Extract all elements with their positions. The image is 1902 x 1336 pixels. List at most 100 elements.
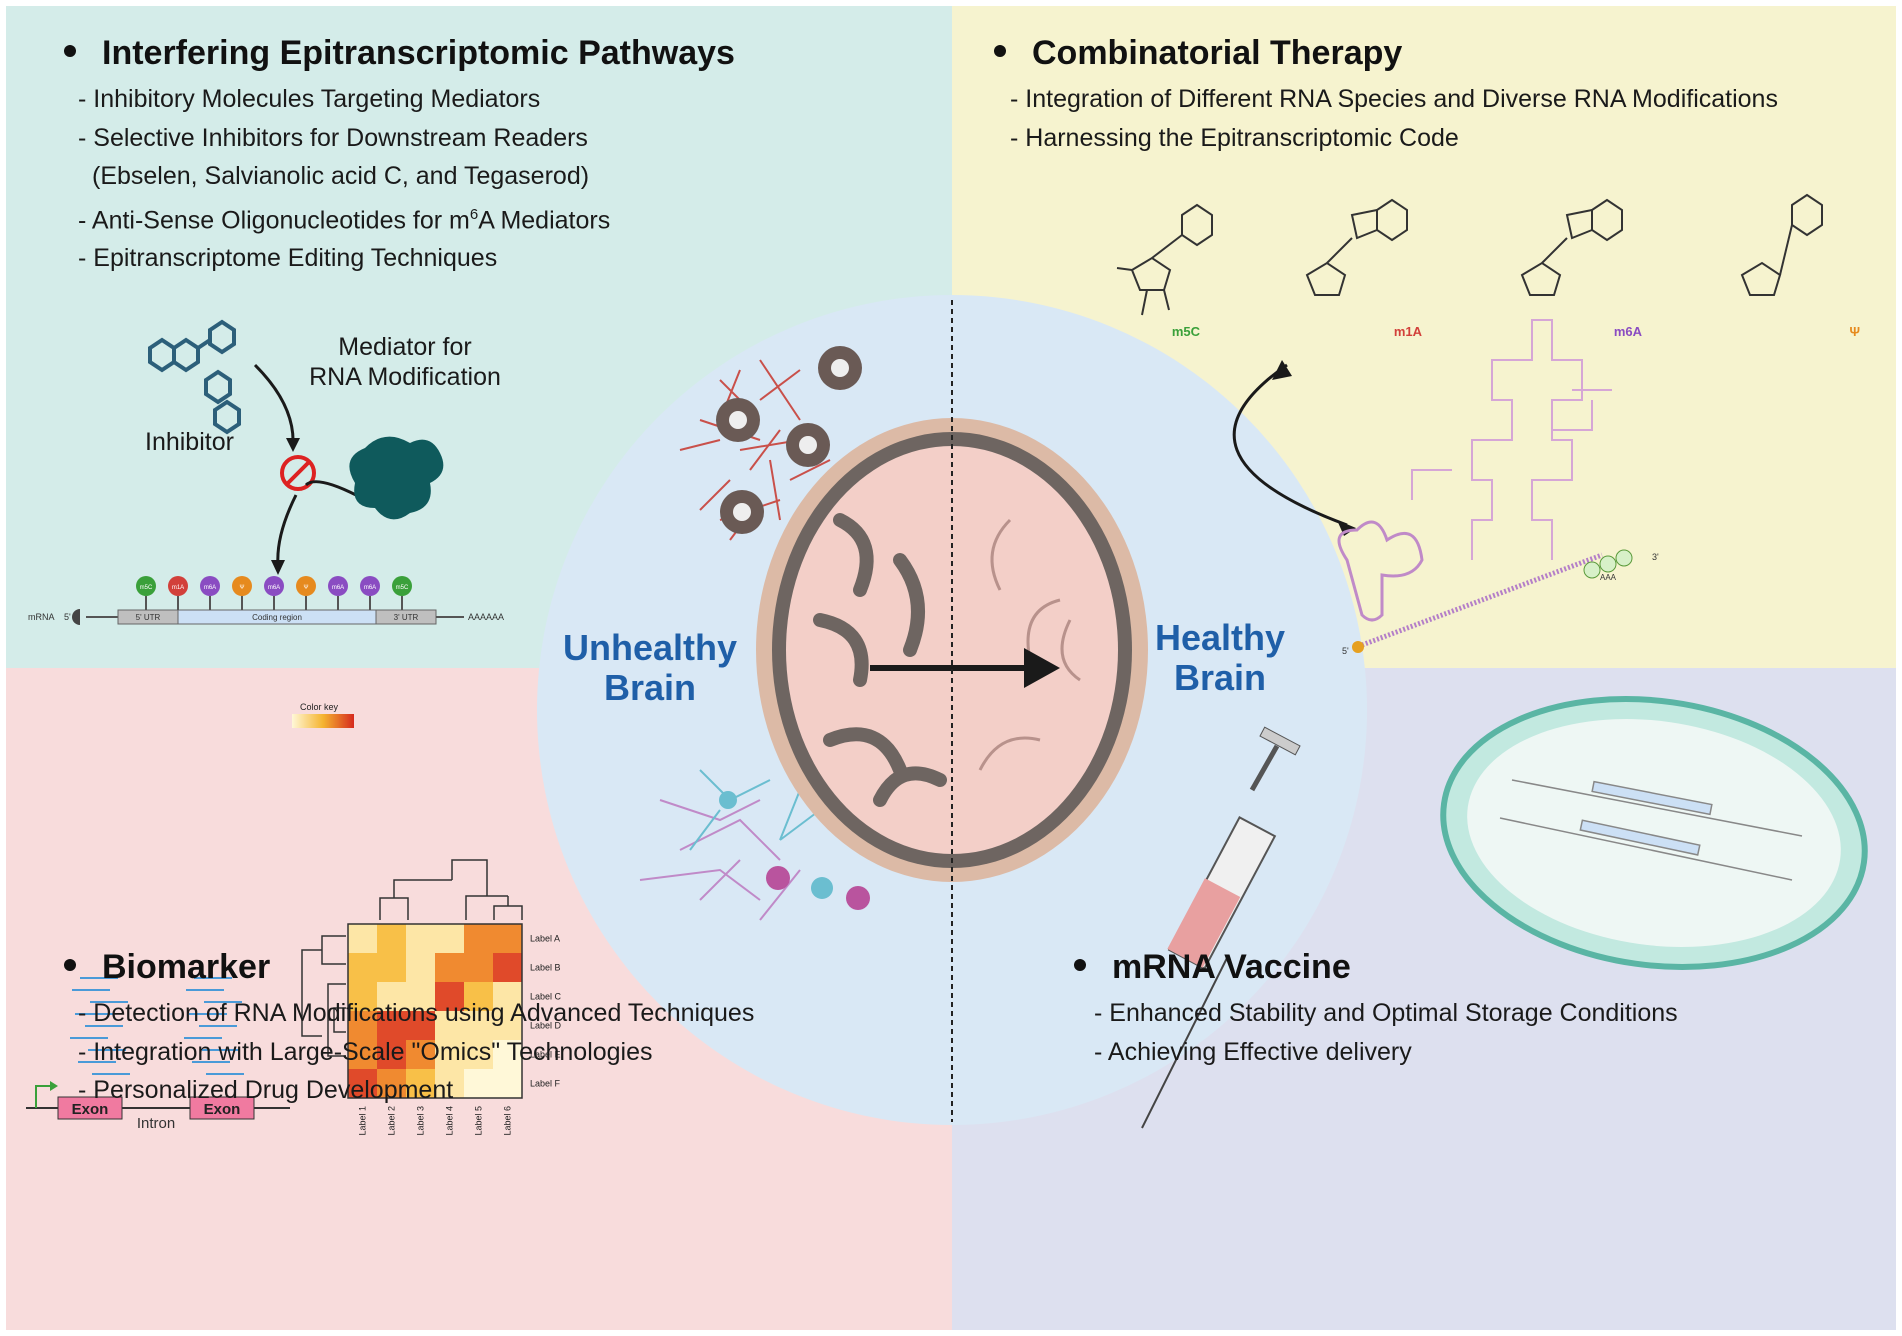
interfering-list: - Inhibitory Molecules Targeting Mediato… xyxy=(78,80,610,278)
nucleoside-m6a xyxy=(1520,198,1623,296)
inhibitor-molecule-icon xyxy=(148,319,241,435)
nucleoside-label-m6a: m6A xyxy=(1614,324,1643,339)
heatmap-row-label: Label A xyxy=(530,934,560,944)
polya-bead xyxy=(1615,549,1633,567)
heatmap-cell xyxy=(348,1011,377,1040)
heatmap-col-label: Label 5 xyxy=(474,1106,484,1136)
list-item: - Detection of RNA Modifications using A… xyxy=(78,999,755,1027)
strand-3-label: 3' xyxy=(1652,552,1659,562)
cycle-arrow xyxy=(1232,363,1348,527)
heatmap-cell xyxy=(435,982,464,1011)
heatmap-col-label: Label 6 xyxy=(503,1106,513,1136)
bullet-icon xyxy=(1074,959,1086,972)
heatmap-cell xyxy=(464,953,493,982)
heatmap-cell xyxy=(377,1040,406,1069)
heatmap-cell xyxy=(348,953,377,982)
heatmap-row-label: Label F xyxy=(530,1079,561,1089)
mod-pin-label: m1A xyxy=(172,585,184,591)
heatmap-cell xyxy=(348,982,377,1011)
vaccine-heading: mRNA Vaccine xyxy=(1074,948,1351,987)
nucleoside-structures: m5C m1A m6A Ψ AAA 5' 3' xyxy=(1116,193,1860,656)
sequencing-reads xyxy=(70,977,244,1075)
nucleoside-label-psi: Ψ xyxy=(1849,324,1860,339)
heatmap-cell xyxy=(406,924,435,953)
biomarker-list: - Detection of RNA Modifications using A… xyxy=(78,994,754,1110)
mrna-cap-label: 5' xyxy=(64,612,71,622)
brain-sulci-left xyxy=(813,513,947,807)
neuron-cluster xyxy=(639,799,801,921)
heatmap-row-label: Label E xyxy=(530,1050,561,1060)
exon-1 xyxy=(57,1096,123,1120)
list-item: - Epitranscriptome Editing Techniques xyxy=(78,244,498,273)
list-item-text: - Anti-Sense Oligonucleotides for m xyxy=(78,205,470,234)
list-item: - Personalized Drug Development xyxy=(78,1076,454,1104)
list-item: - Harnessing the Epitranscriptomic Code xyxy=(1010,123,1459,152)
list-item: - Enhanced Stability and Optimal Storage… xyxy=(1094,999,1678,1027)
intron-label: Intron xyxy=(137,1115,175,1132)
bullet-icon xyxy=(64,959,76,972)
exon-1-label: Exon xyxy=(72,1101,109,1118)
interfering-title: Interfering Epitranscriptomic Pathways xyxy=(102,34,735,72)
nucleoside-label-m5c: m5C xyxy=(1172,324,1201,339)
polya-beads-label: AAA xyxy=(1600,573,1617,582)
heatmap-col-label: Label 1 xyxy=(358,1106,368,1136)
combinatorial-heading: Combinatorial Therapy xyxy=(994,34,1402,73)
heatmap-cell xyxy=(435,1040,464,1069)
vaccine-diagram xyxy=(1141,695,1868,1129)
coding-label: Coding region xyxy=(252,613,302,622)
heatmap-col-label: Label 2 xyxy=(387,1106,397,1136)
heatmap-cell xyxy=(493,982,522,1011)
mod-pin xyxy=(232,576,252,596)
heatmap-row-label: Label B xyxy=(530,963,561,973)
mod-pin-label: m5C xyxy=(140,585,153,591)
utr3-label: 3' UTR xyxy=(394,613,419,622)
mrna-label: mRNA xyxy=(28,612,55,622)
color-key-bar xyxy=(292,714,354,728)
nucleoside-label-m1a: m1A xyxy=(1394,324,1423,339)
dendrogram-top xyxy=(379,859,523,920)
mod-pin xyxy=(264,576,284,596)
heatmap-cell xyxy=(493,1040,522,1069)
unhealthy-brain-word: Brain xyxy=(603,667,697,708)
bullet-icon xyxy=(64,45,76,58)
heatmap-cell xyxy=(464,982,493,1011)
nucleoside-m1a xyxy=(1305,198,1408,296)
healthy-brain-word: Brain xyxy=(1173,657,1267,698)
trna-structure xyxy=(1337,520,1424,622)
rna-secondary-structure xyxy=(1411,319,1612,560)
mediator-label-line1: Mediator for xyxy=(338,333,471,361)
list-item-text: A Mediators xyxy=(478,205,611,234)
heatmap-cell xyxy=(406,1069,435,1098)
vaccine-title: mRNA Vaccine xyxy=(1112,948,1351,986)
color-key-label: Color key xyxy=(300,702,339,712)
superscript: 6 xyxy=(469,205,479,223)
heatmap-cell xyxy=(377,982,406,1011)
prohibition-icon xyxy=(280,455,316,491)
encapsulated-mrna xyxy=(1499,779,1803,881)
list-item: - Anti-Sense Oligonucleotides for m6A Me… xyxy=(78,196,610,240)
polya-bead xyxy=(1583,561,1601,579)
mod-pin-label: Ψ xyxy=(239,585,244,591)
mod-pin xyxy=(296,576,316,596)
mod-pin xyxy=(328,576,348,596)
heatmap-cell xyxy=(435,1069,464,1098)
inhibitor-diagram: Inhibitor Mediator for RNA Modification … xyxy=(28,319,504,625)
list-item: - Integration of Different RNA Species a… xyxy=(1010,85,1778,113)
heatmap-cell xyxy=(493,924,522,953)
mod-pin-label: Ψ xyxy=(303,585,308,591)
heatmap-cell xyxy=(435,953,464,982)
heatmap-row-label: Label C xyxy=(530,992,562,1002)
heatmap-cell xyxy=(406,1011,435,1040)
plaque-nodes xyxy=(716,346,862,534)
heatmap-cell xyxy=(493,953,522,982)
heatmap-cell xyxy=(348,924,377,953)
mod-pin-label: m6A xyxy=(364,585,376,591)
unhealthy-word: Unhealthy xyxy=(562,627,738,668)
list-item: - Achieving Effective delivery xyxy=(1094,1037,1412,1066)
dendrogram-left xyxy=(301,935,346,1057)
heatmap-border xyxy=(347,923,523,1099)
bullet-icon xyxy=(994,45,1006,58)
heatmap-cell xyxy=(377,1069,406,1098)
heatmap-col-label: Label 3 xyxy=(416,1106,426,1136)
